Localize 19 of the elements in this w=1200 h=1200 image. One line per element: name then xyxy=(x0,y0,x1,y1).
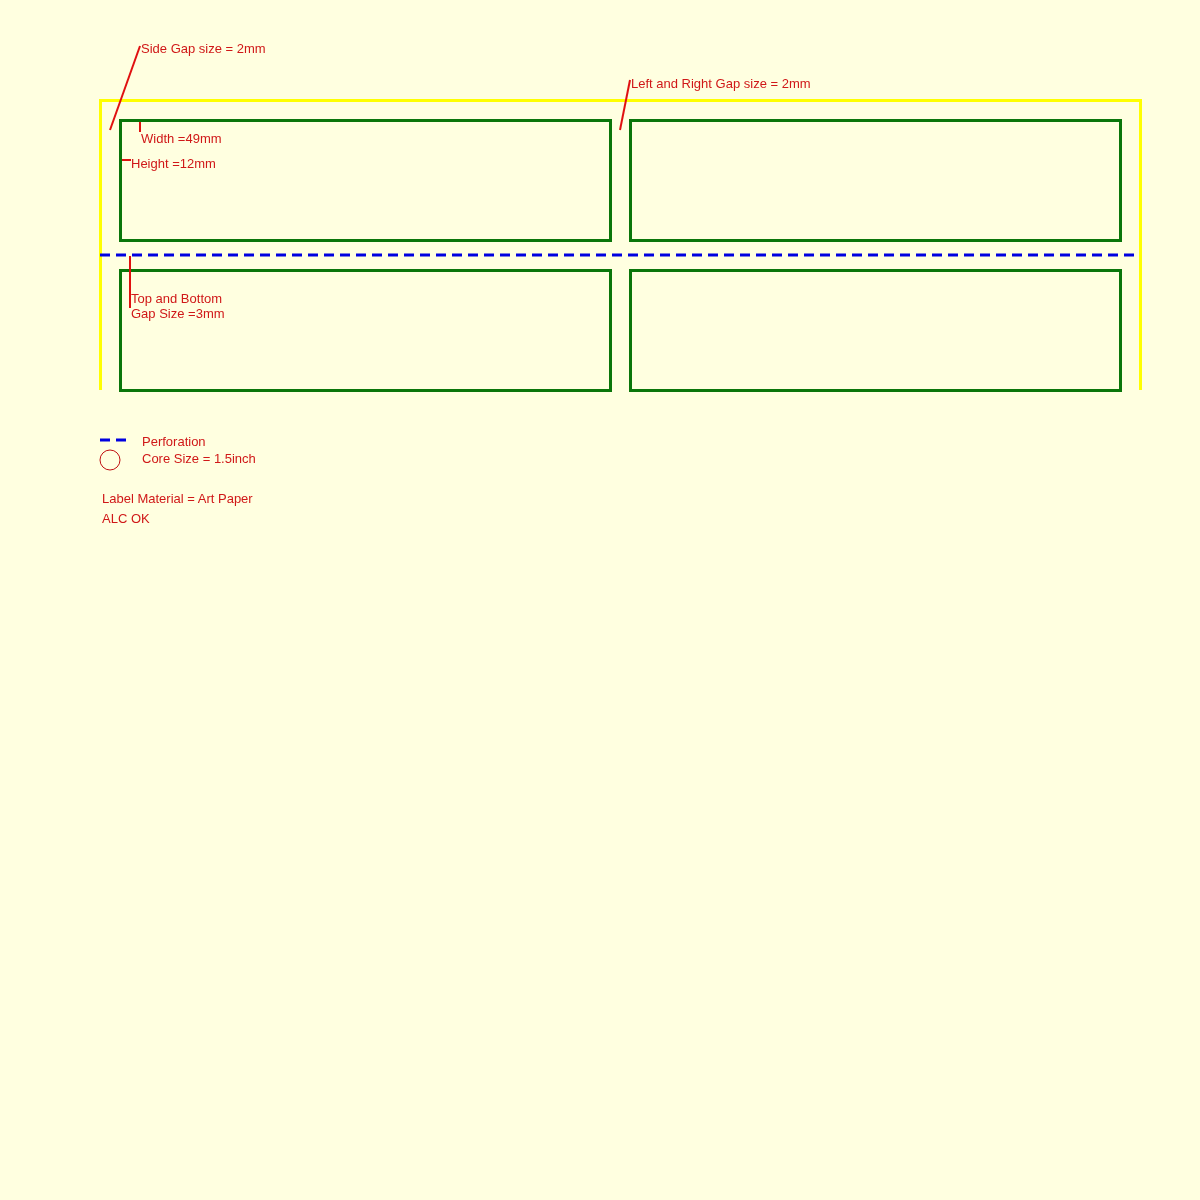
dimension-note: Width =49mm xyxy=(141,131,401,146)
legend-label: Perforation xyxy=(142,434,206,449)
note-text: Label Material = Art Paper xyxy=(102,491,253,506)
label-outline xyxy=(119,119,612,242)
leader-line xyxy=(121,159,132,161)
note-text: ALC OK xyxy=(102,511,150,526)
dimension-note: Side Gap size = 2mm xyxy=(141,41,401,56)
leader-line xyxy=(109,45,141,131)
dimension-note: Height =12mm xyxy=(131,156,391,171)
label-outline xyxy=(119,269,612,392)
leader-line xyxy=(129,255,131,309)
liner-outline xyxy=(99,99,1142,390)
legend-label: Core Size = 1.5inch xyxy=(142,451,256,466)
dimension-note: Left and Right Gap size = 2mm xyxy=(631,76,891,91)
dimension-note: Top and Bottom Gap Size =3mm xyxy=(131,291,241,321)
leader-line xyxy=(619,79,631,131)
leader-line xyxy=(139,121,141,133)
label-outline xyxy=(629,119,1122,242)
label-outline xyxy=(629,269,1122,392)
